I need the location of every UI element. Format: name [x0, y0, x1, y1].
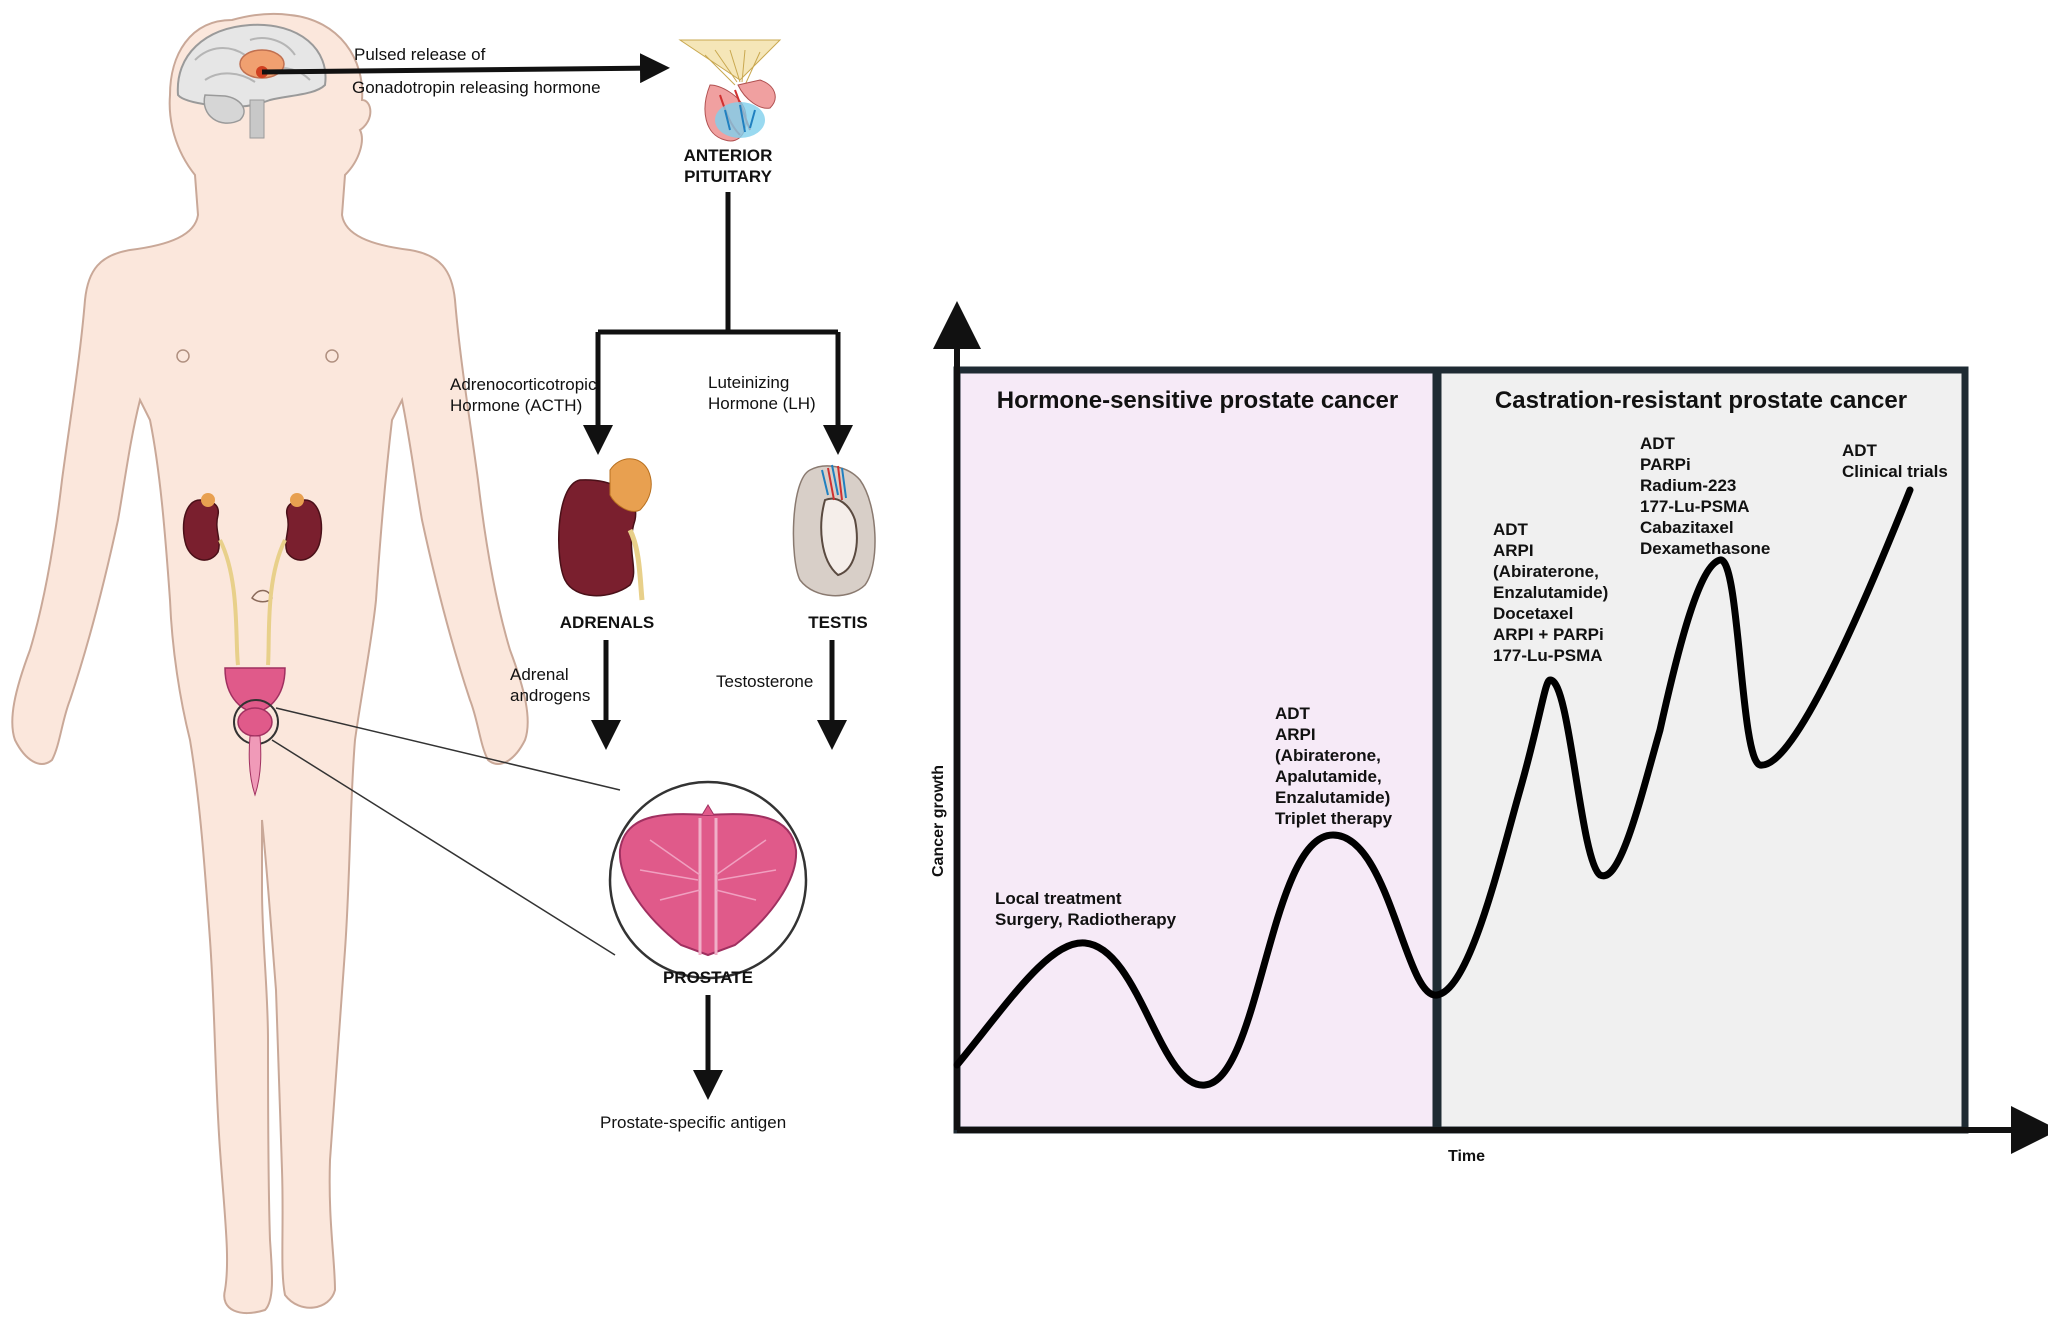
adrenal-androgens-line2: androgens: [510, 686, 591, 705]
annotation-line: ARPI: [1275, 725, 1316, 744]
right-adrenal-small: [290, 493, 304, 507]
testosterone-label: Testosterone: [716, 672, 814, 691]
zoom-line-bottom: [271, 739, 616, 956]
annotation-line: Docetaxel: [1493, 604, 1574, 623]
hormone-sensitive-title: Hormone-sensitive prostate cancer: [996, 387, 1399, 414]
annotation-local-treatment: Local treatment Surgery, Radiotherapy: [995, 888, 1176, 930]
castration-resistant-title: Castration-resistant prostate cancer: [1494, 387, 1908, 414]
annotation-line: ARPI + PARPi: [1493, 625, 1604, 644]
left-adrenal-small: [201, 493, 215, 507]
annotation-line: Clinical trials: [1842, 462, 1948, 481]
annotation-line: Apalutamide,: [1275, 767, 1382, 786]
adrenal-illustration: [558, 458, 652, 601]
growth-curve: [953, 486, 1914, 1089]
annotation-line: (Abiraterone,: [1493, 562, 1599, 581]
annotation-line: 177-Lu-PSMA: [1640, 497, 1750, 516]
left-kidney: [182, 499, 220, 561]
annotation-hs-systemic: ADT ARPI (Abiraterone, Apalutamide, Enza…: [1275, 703, 1392, 829]
psa-label: Prostate‑specific antigen: [600, 1113, 787, 1132]
adrenals-label: ADRENALS: [559, 613, 655, 632]
lh-label-line1: Luteinizing: [708, 373, 790, 392]
testis-label: TESTIS: [808, 613, 868, 632]
annotation-cr-first: ADT ARPI (Abiraterone, Enzalutamide) Doc…: [1493, 519, 1608, 666]
chart-frame: [953, 366, 1969, 1134]
urethra: [248, 735, 262, 797]
pituitary-illustration: [678, 39, 782, 142]
pituitary-branch-connector: [598, 192, 838, 335]
annotation-line: Enzalutamide): [1275, 788, 1391, 807]
annotation-line: Cabazitaxel: [1640, 518, 1734, 537]
acth-label-line2: Hormone (ACTH): [450, 396, 583, 415]
gnrh-label-line2: Gonadotropin releasing hormone: [352, 78, 601, 97]
annotation-cr-third: ADT Clinical trials: [1842, 440, 1948, 482]
annotation-line: 177-Lu-PSMA: [1493, 646, 1603, 665]
pituitary-label-line2: PITUITARY: [684, 167, 772, 186]
annotation-line: Triplet therapy: [1275, 809, 1393, 828]
prostate-zoomed: [608, 780, 808, 980]
annotation-line: Enzalutamide): [1493, 583, 1609, 602]
prostate-small: [237, 707, 273, 737]
annotation-line: ADT: [1275, 704, 1310, 723]
adrenal-androgens-line1: Adrenal: [510, 665, 569, 684]
annotation-line: Surgery, Radiotherapy: [995, 910, 1177, 929]
brainstem: [249, 99, 265, 139]
zoom-line-top: [275, 707, 621, 791]
annotation-line: PARPi: [1640, 455, 1691, 474]
annotation-line: ADT: [1640, 434, 1675, 453]
right-kidney: [285, 499, 323, 561]
annotation-line: ARPI: [1493, 541, 1534, 560]
annotation-line: ADT: [1842, 441, 1877, 460]
right-nipple: [325, 349, 339, 363]
acth-label-line1: Adrenocorticotropic: [450, 375, 597, 394]
testis-illustration: [792, 464, 876, 597]
y-axis-label: Cancer growth: [930, 764, 947, 877]
lh-label-line2: Hormone (LH): [708, 394, 816, 413]
annotation-cr-second: ADT PARPi Radium-223 177-Lu-PSMA Cabazit…: [1640, 433, 1770, 559]
annotation-line: (Abiraterone,: [1275, 746, 1381, 765]
annotation-line: Dexamethasone: [1640, 539, 1771, 558]
x-axis-label: Time: [1448, 1148, 1486, 1165]
gnrh-arrow: [261, 53, 670, 84]
left-nipple: [176, 349, 190, 363]
gnrh-label-line1: Pulsed release of: [354, 45, 486, 64]
hormone-pathway-diagram: [11, 12, 876, 1315]
cerebellum: [203, 94, 245, 124]
annotation-line: ADT: [1493, 520, 1528, 539]
pituitary-label-line1: ANTERIOR: [683, 146, 773, 165]
annotation-line: Radium-223: [1640, 476, 1737, 495]
brain-folds: [194, 37, 311, 83]
prostate-label: PROSTATE: [662, 968, 754, 987]
human-body-figure: [11, 12, 621, 1315]
ureters: [218, 539, 287, 666]
annotation-line: Local treatment: [995, 889, 1122, 908]
